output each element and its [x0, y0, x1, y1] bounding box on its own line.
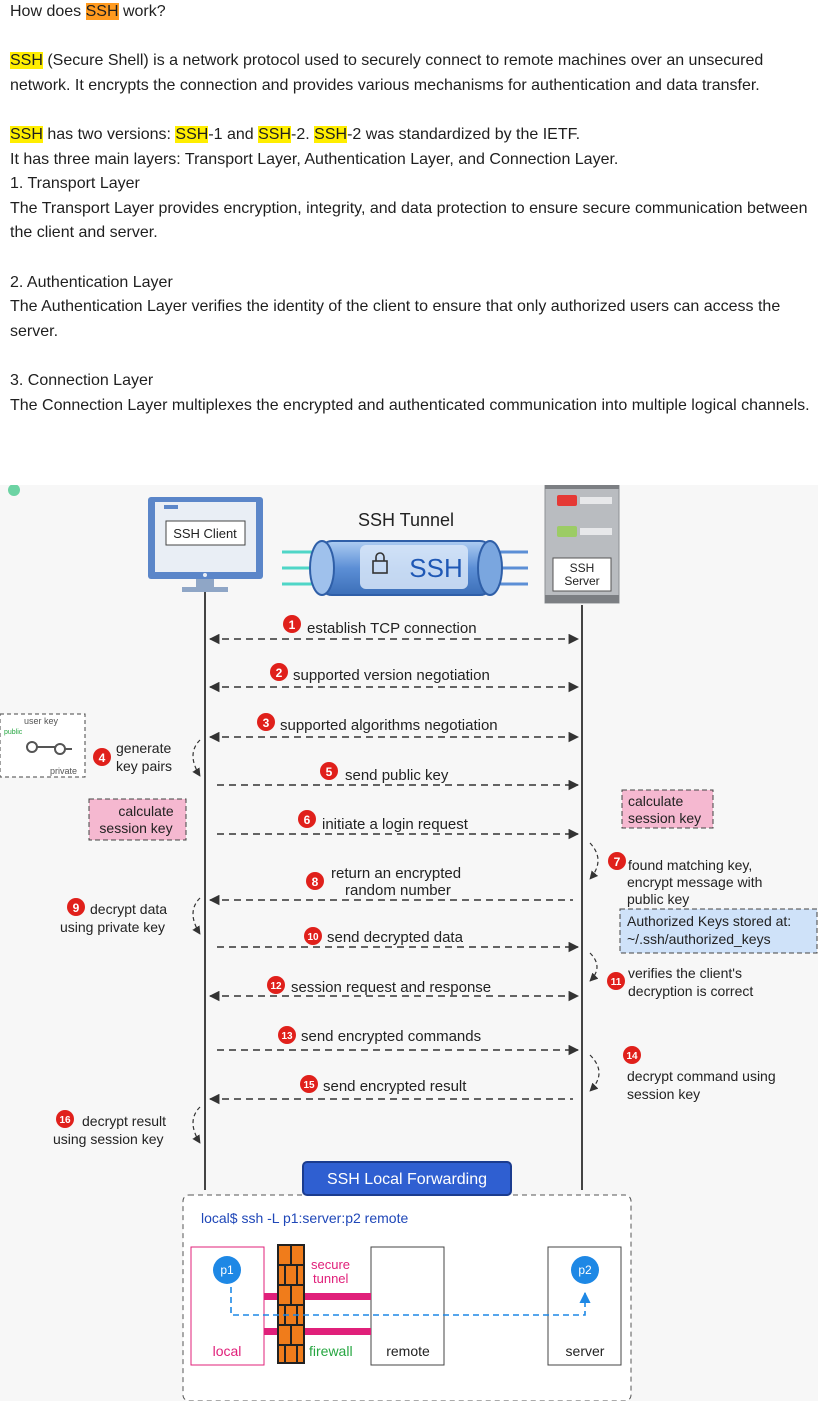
forwarding-command: local$ ssh -L p1:server:p2 remote	[201, 1210, 408, 1226]
layer2-text: The Authentication Layer verifies the id…	[10, 298, 781, 340]
step-label: supported version negotiation	[293, 667, 490, 684]
layers-line: It has three main layers: Transport Laye…	[10, 150, 619, 168]
tunnel-title: SSH Tunnel	[358, 510, 454, 530]
forwarding-title: SSH Local Forwarding	[327, 1171, 487, 1188]
layer3-text: The Connection Layer multiplexes the enc…	[10, 396, 810, 414]
step-label: return an encrypted	[331, 865, 461, 882]
article: How does SSH work? SSH (Secure Shell) is…	[10, 0, 810, 418]
step-label: using session key	[53, 1131, 164, 1147]
client-label: SSH Client	[173, 526, 237, 541]
remote-box	[370, 1246, 445, 1366]
calc-session-key-left: calculate session key	[88, 798, 187, 841]
step-label: send public key	[345, 767, 449, 784]
step-number: 14	[626, 1051, 638, 1062]
step-number: 8	[312, 875, 319, 889]
svg-text:session key: session key	[628, 810, 701, 826]
step-label: generate	[116, 740, 171, 756]
step-number: 4	[99, 751, 106, 765]
step-label: decrypt command using	[627, 1068, 776, 1084]
step-number: 11	[611, 977, 622, 988]
svg-text:calculate: calculate	[628, 793, 683, 809]
server-label-bottom: server	[566, 1343, 605, 1359]
step-label: decrypt data	[90, 901, 167, 917]
step-number: 7	[614, 855, 621, 869]
layer1-text: The Transport Layer provides encryption,…	[10, 199, 808, 242]
svg-text:user key: user key	[24, 716, 59, 726]
forwarding-title-tab: SSH Local Forwarding	[302, 1161, 512, 1196]
p2-label: p2	[578, 1263, 592, 1277]
step-label: decryption is correct	[628, 983, 753, 999]
step-label: using private key	[60, 919, 165, 935]
step-label: encrypt message with	[627, 874, 762, 890]
question: How does SSH work?	[10, 3, 166, 20]
p2-circle	[571, 1256, 599, 1284]
p1-circle	[213, 1256, 241, 1284]
step-label: random number	[345, 882, 451, 899]
highlight-ssh: SSH	[85, 3, 119, 20]
step-label: initiate a login request	[322, 816, 469, 833]
svg-text:calculate: calculate	[118, 803, 173, 819]
firewall-label: firewall	[309, 1343, 353, 1359]
client-monitor-icon: SSH Client	[148, 497, 263, 592]
calc-session-key-right: calculate session key	[621, 789, 714, 829]
step-label: key pairs	[116, 758, 172, 774]
dot-icon	[8, 485, 20, 496]
layer1-title: 1. Transport Layer	[10, 175, 140, 193]
ssh-diagram: SSH Client SSH Tunnel SSH SSH Server	[0, 485, 818, 1401]
step-label: session key	[627, 1086, 700, 1102]
highlight-ssh: SSH	[10, 52, 43, 70]
step-number: 12	[270, 981, 282, 992]
intro-paragraph: SSH (Secure Shell) is a network protocol…	[10, 52, 764, 94]
step-number: 6	[304, 813, 311, 827]
svg-text:Authorized Keys stored at:: Authorized Keys stored at:	[627, 913, 791, 929]
svg-text:private: private	[50, 766, 77, 776]
server-label: SSH	[570, 561, 595, 575]
user-key-box: user key public private	[0, 713, 86, 778]
tunnel-icon: SSH	[282, 540, 528, 596]
step-number: 5	[326, 765, 333, 779]
local-label: local	[213, 1343, 242, 1359]
step-label: found matching key,	[628, 857, 752, 873]
secure-tunnel-label: tunnel	[313, 1271, 349, 1286]
step-label: verifies the client's	[628, 965, 742, 981]
svg-text:session key: session key	[99, 820, 172, 836]
server-icon: SSH Server	[544, 485, 620, 604]
step-label: supported algorithms negotiation	[280, 717, 498, 734]
step-label: establish TCP connection	[307, 620, 477, 637]
server-label: Server	[564, 574, 599, 588]
step-number: 15	[303, 1080, 315, 1091]
step-number: 2	[276, 666, 283, 680]
versions-line: SSH has two versions: SSH-1 and SSH-2. S…	[10, 125, 581, 143]
secure-tunnel-label: secure	[311, 1257, 350, 1272]
key-icon	[26, 741, 72, 755]
step-number: 16	[59, 1115, 71, 1126]
layer2-title: 2. Authentication Layer	[10, 273, 173, 291]
step-number: 3	[263, 716, 270, 730]
firewall-icon	[277, 1244, 305, 1364]
step-number: 1	[289, 618, 296, 632]
step-label: session request and response	[291, 979, 491, 996]
tunnel-label: SSH	[409, 553, 462, 583]
layer3-title: 3. Connection Layer	[10, 371, 154, 389]
svg-text:public: public	[4, 729, 23, 736]
step-label: send decrypted data	[327, 929, 464, 946]
svg-text:~/.ssh/authorized_keys: ~/.ssh/authorized_keys	[627, 931, 771, 947]
step-label: send encrypted commands	[301, 1028, 481, 1045]
step-label: public key	[627, 891, 689, 907]
authorized-keys-box: Authorized Keys stored at: ~/.ssh/author…	[619, 908, 818, 954]
step-label: send encrypted result	[323, 1078, 467, 1095]
p1-label: p1	[220, 1263, 234, 1277]
step-number: 10	[307, 932, 319, 943]
step-label: decrypt result	[82, 1113, 166, 1129]
step-number: 9	[73, 901, 80, 915]
step-number: 13	[281, 1031, 293, 1042]
remote-label: remote	[386, 1343, 430, 1359]
